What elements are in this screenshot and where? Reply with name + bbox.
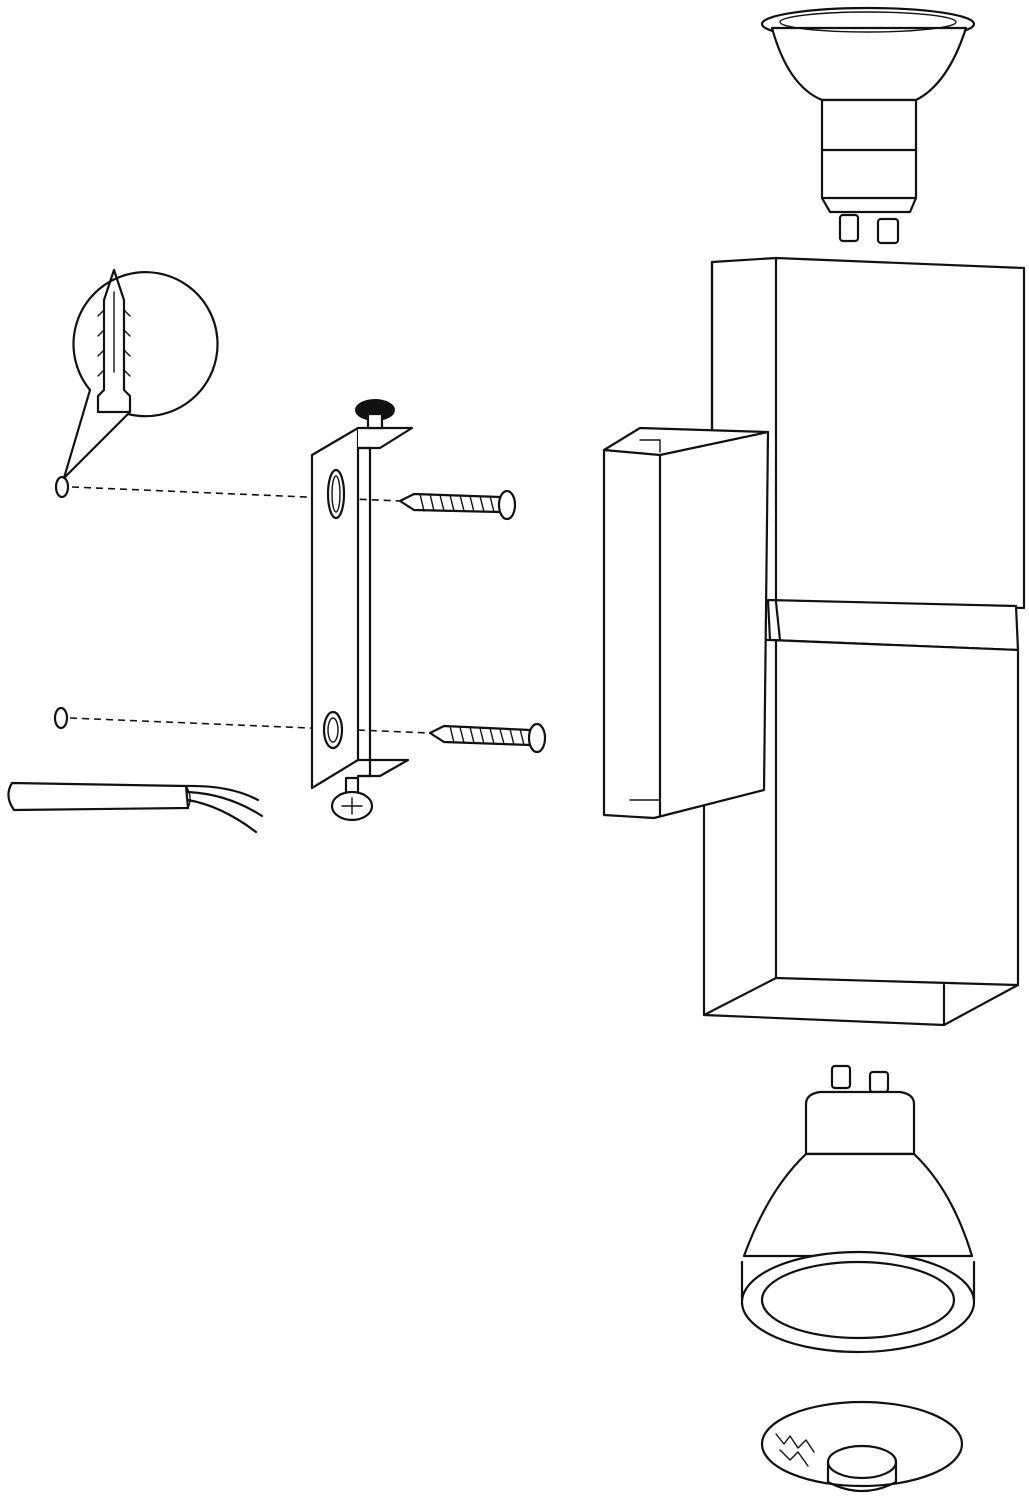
bracket-screw-top (355, 399, 395, 430)
gu10-bulb-top (760, 6, 976, 245)
glass-cover (760, 1400, 964, 1492)
supply-cable (7, 781, 264, 834)
mounting-bracket (310, 426, 414, 790)
wood-screw-lower (428, 722, 547, 754)
lamp-housing (602, 256, 1026, 1027)
bracket-screw-bottom (330, 776, 374, 822)
gu10-bulb-bottom (740, 1064, 976, 1354)
wall-drill-hole-upper (54, 475, 70, 499)
wall-drill-hole-lower (53, 706, 69, 730)
alignment-line-upper (71, 486, 401, 502)
alignment-line-lower (69, 717, 431, 734)
wall-plug-detail (62, 268, 219, 480)
wood-screw-upper (398, 489, 517, 521)
wall-plug-icon (96, 268, 132, 414)
